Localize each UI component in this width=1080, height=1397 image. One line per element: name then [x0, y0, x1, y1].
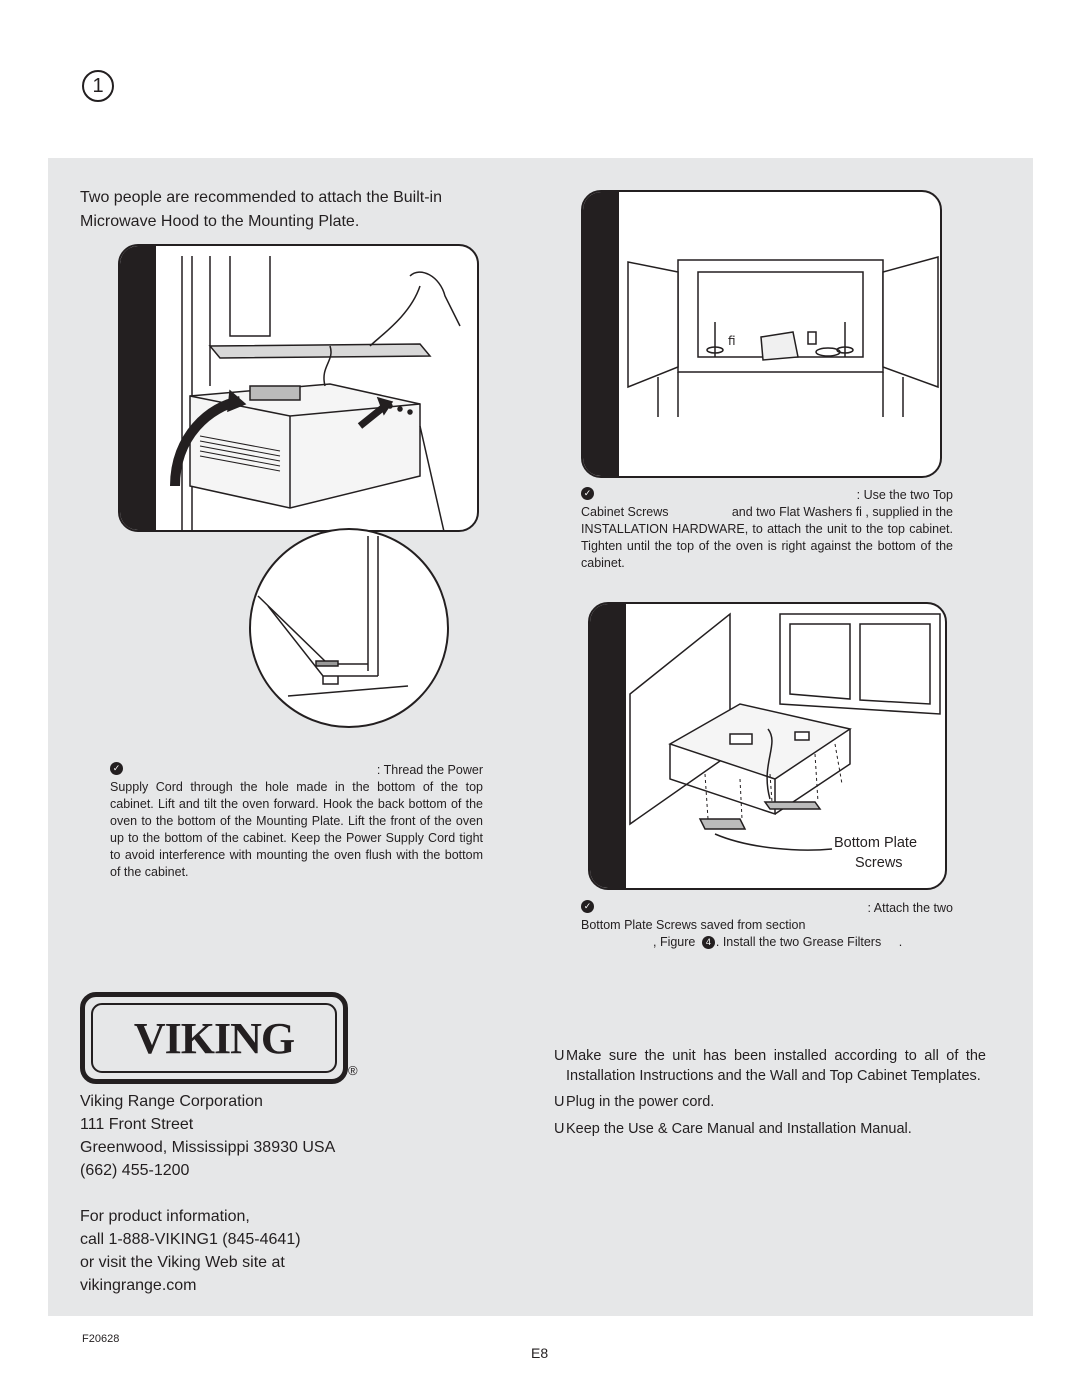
- intro-text: Two people are recommended to attach the…: [80, 186, 500, 234]
- checklist-item: U Make sure the unit has been installed …: [554, 1047, 986, 1086]
- checklist-item-text: Keep the Use & Care Manual and Installat…: [566, 1120, 912, 1137]
- company-name: Viking Range Corporation: [80, 1093, 263, 1110]
- figure-number-badge: 4: [701, 936, 715, 950]
- figure-side-bar: [120, 246, 156, 530]
- bottom-plate-label-line2: Screws: [855, 855, 903, 871]
- intro-line-1: Two people are recommended to attach the…: [80, 189, 442, 206]
- figure-oven-lift: [118, 244, 479, 532]
- bullet-icon: ✓: [110, 762, 123, 775]
- oven-lift-illustration: [170, 256, 461, 530]
- checklist-item-text: Make sure the unit has been installed ac…: [566, 1048, 986, 1084]
- company-address: Viking Range Corporation 111 Front Stree…: [80, 1090, 335, 1182]
- bottom-right-caption-line3b: . Install the two Grease Filters: [715, 935, 882, 949]
- website-link: vikingrange.com: [80, 1277, 197, 1294]
- registered-mark: ®: [348, 1063, 358, 1078]
- left-caption-body: Supply Cord through the hole made in the…: [110, 780, 483, 879]
- bottom-right-caption: ✓ : Attach the two Bottom Plate Screws s…: [581, 900, 953, 951]
- callout-label: fi: [728, 334, 736, 348]
- top-right-caption-body: INSTALLATION HARDWARE, to attach the uni…: [581, 522, 953, 570]
- step-number: 1: [92, 75, 104, 97]
- top-right-caption-lead: : Use the two Top: [856, 488, 953, 502]
- street-address: 111 Front Street: [80, 1116, 194, 1133]
- bullet-icon: ✓: [581, 487, 594, 500]
- checklist-item-text: Plug in the power cord.: [566, 1094, 715, 1110]
- product-info: For product information, call 1-888-VIKI…: [80, 1205, 301, 1297]
- left-figure-caption: ✓ : Thread the Power Supply Cord through…: [110, 762, 483, 881]
- top-right-caption-line2b: and two Flat Washers fi , supplied in th…: [731, 505, 953, 519]
- info-line-2: call 1-888-VIKING1 (845-4641): [80, 1231, 301, 1248]
- figure-side-bar: [583, 192, 619, 476]
- top-screws-illustration: fi: [627, 256, 939, 417]
- checklist-item: U Keep the Use & Care Manual and Install…: [554, 1120, 986, 1140]
- viking-logo: VIKING: [80, 992, 348, 1084]
- step-number-badge: 1: [82, 70, 114, 102]
- final-checklist: U Make sure the unit has been installed …: [554, 1047, 986, 1146]
- top-right-caption-line2a: Cabinet Screws: [581, 505, 669, 519]
- bottom-right-caption-line3c: .: [898, 935, 903, 949]
- intro-line-2: Microwave Hood to the Mounting Plate.: [80, 213, 360, 230]
- checklist-bullet: U: [554, 1048, 565, 1064]
- top-right-caption: ✓ : Use the two Top Cabinet Screws and t…: [581, 487, 953, 572]
- left-caption-lead: : Thread the Power: [376, 763, 483, 777]
- phone-number: (662) 455-1200: [80, 1162, 190, 1179]
- checklist-bullet: U: [554, 1094, 565, 1110]
- figure-top-screws: fi: [581, 190, 942, 478]
- document-code: F20628: [82, 1333, 120, 1345]
- logo-text: VIKING: [133, 1013, 295, 1063]
- bullet-icon: ✓: [581, 900, 594, 913]
- page-number: E8: [531, 1345, 549, 1361]
- bottom-right-caption-line3a: , Figure: [653, 935, 696, 949]
- bottom-right-caption-line2: Bottom Plate Screws saved from section: [581, 918, 806, 932]
- info-line-1: For product information,: [80, 1208, 250, 1225]
- bottom-plate-label-line1: Bottom Plate: [834, 835, 917, 851]
- info-line-3: or visit the Viking Web site at: [80, 1254, 285, 1271]
- checklist-bullet: U: [554, 1120, 565, 1137]
- figure-side-bar: [590, 604, 626, 888]
- bottom-right-caption-lead: : Attach the two: [867, 901, 953, 915]
- checklist-item: U Plug in the power cord.: [554, 1093, 986, 1113]
- figure-bottom-screws: Bottom Plate Screws: [588, 602, 947, 890]
- city-state: Greenwood, Mississippi 38930 USA: [80, 1139, 336, 1156]
- bottom-screws-illustration: Bottom Plate Screws: [629, 612, 941, 871]
- zoom-detail-circle: [249, 528, 449, 728]
